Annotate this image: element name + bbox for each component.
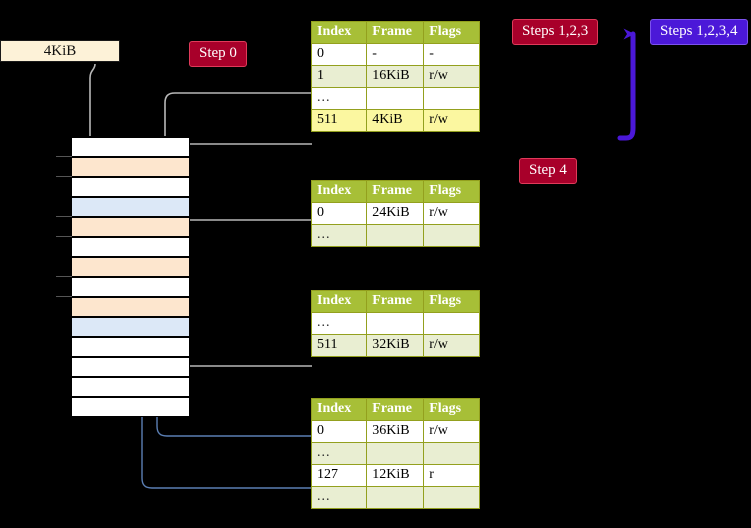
cell-frame bbox=[366, 442, 425, 465]
cell-frame bbox=[366, 224, 425, 247]
cell-index: 511 bbox=[310, 334, 368, 357]
table-row: ... bbox=[310, 442, 480, 465]
steps1234-label: Steps 1,2,3,4 bbox=[660, 23, 738, 39]
cell-frame bbox=[366, 87, 425, 110]
column-header-flags: Flags bbox=[423, 180, 480, 203]
table-row: ... bbox=[310, 486, 480, 509]
cell-index: ... bbox=[310, 224, 368, 247]
cell-index: 0 bbox=[310, 420, 368, 443]
cell-frame bbox=[366, 312, 425, 335]
steps-flow-arrow bbox=[617, 28, 636, 141]
cell-flags bbox=[423, 312, 480, 335]
cell-flags: r/w bbox=[423, 334, 480, 357]
memory-frame-row bbox=[72, 297, 189, 317]
cell-flags: - bbox=[423, 43, 480, 66]
cell-index: 1 bbox=[310, 65, 368, 88]
column-header-flags: Flags bbox=[423, 398, 480, 421]
column-header-flags: Flags bbox=[423, 290, 480, 313]
frame-tick-mark bbox=[56, 216, 72, 217]
memory-frame-row bbox=[72, 377, 189, 397]
cell-index: 0 bbox=[310, 43, 368, 66]
cell-index: ... bbox=[310, 486, 368, 509]
steps123-label: Steps 1,2,3 bbox=[522, 23, 589, 39]
cell-flags: r/w bbox=[423, 202, 480, 225]
frame-size-label: 4KiB bbox=[43, 43, 77, 59]
cell-index: 0 bbox=[310, 202, 368, 225]
cell-flags bbox=[423, 87, 480, 110]
memory-frame-row bbox=[72, 357, 189, 377]
memory-frame-row bbox=[72, 397, 189, 417]
cell-flags bbox=[423, 442, 480, 465]
cell-frame: 16KiB bbox=[366, 65, 425, 88]
column-header-index: Index bbox=[310, 180, 368, 203]
cell-flags: r/w bbox=[423, 65, 480, 88]
column-header-index: Index bbox=[310, 290, 368, 313]
table-row: ... bbox=[310, 312, 480, 335]
memory-frame-row bbox=[72, 157, 189, 177]
column-header-index: Index bbox=[310, 398, 368, 421]
column-header-index: Index bbox=[310, 21, 368, 44]
memory-frame-row bbox=[72, 137, 189, 157]
cell-index: ... bbox=[310, 312, 368, 335]
memory-frame-row bbox=[72, 257, 189, 277]
memory-frame-row bbox=[72, 217, 189, 237]
step0-badge: Step 0 bbox=[189, 41, 247, 67]
cell-index: ... bbox=[310, 87, 368, 110]
cell-frame bbox=[366, 486, 425, 509]
cell-frame: 12KiB bbox=[366, 464, 425, 487]
memory-frame-row bbox=[72, 317, 189, 337]
steps1234-badge: Steps 1,2,3,4 bbox=[650, 19, 748, 45]
memory-frame-row bbox=[72, 177, 189, 197]
cell-flags: r/w bbox=[423, 420, 480, 443]
memory-frame-row bbox=[72, 237, 189, 257]
cell-flags: r bbox=[423, 464, 480, 487]
frame-tick-mark bbox=[56, 296, 72, 297]
cell-flags: r/w bbox=[423, 109, 480, 132]
cell-flags bbox=[423, 224, 480, 247]
cell-index: 127 bbox=[310, 464, 368, 487]
cell-frame: 32KiB bbox=[366, 334, 425, 357]
frame-tick-mark bbox=[56, 176, 72, 177]
steps123-badge: Steps 1,2,3 bbox=[512, 19, 599, 45]
step0-label: Step 0 bbox=[199, 45, 237, 61]
memory-frame-row bbox=[72, 277, 189, 297]
table-row: ... bbox=[310, 87, 480, 110]
memory-frame-row bbox=[72, 197, 189, 217]
cell-index: 511 bbox=[310, 109, 368, 132]
column-header-frame: Frame bbox=[366, 290, 425, 313]
cell-frame: 4KiB bbox=[366, 109, 425, 132]
column-header-flags: Flags bbox=[423, 21, 480, 44]
cell-index: ... bbox=[310, 442, 368, 465]
memory-frame-row bbox=[72, 337, 189, 357]
table-row: ... bbox=[310, 224, 480, 247]
cell-frame: 24KiB bbox=[366, 202, 425, 225]
column-header-frame: Frame bbox=[366, 180, 425, 203]
cell-frame: - bbox=[366, 43, 425, 66]
frame-tick-mark bbox=[56, 156, 72, 157]
cell-flags bbox=[423, 486, 480, 509]
table-row: 0-- bbox=[310, 43, 480, 66]
step4-badge: Step 4 bbox=[519, 158, 577, 184]
physical-memory-grid bbox=[71, 136, 190, 417]
column-header-frame: Frame bbox=[366, 21, 425, 44]
column-header-frame: Frame bbox=[366, 398, 425, 421]
frame-tick-mark bbox=[56, 276, 72, 277]
frame-tick-mark bbox=[56, 236, 72, 237]
cell-frame: 36KiB bbox=[366, 420, 425, 443]
frame-size-box: 4KiB bbox=[0, 40, 120, 62]
step4-label: Step 4 bbox=[529, 162, 567, 178]
wire-pdpt-0-to-frame bbox=[175, 219, 312, 266]
